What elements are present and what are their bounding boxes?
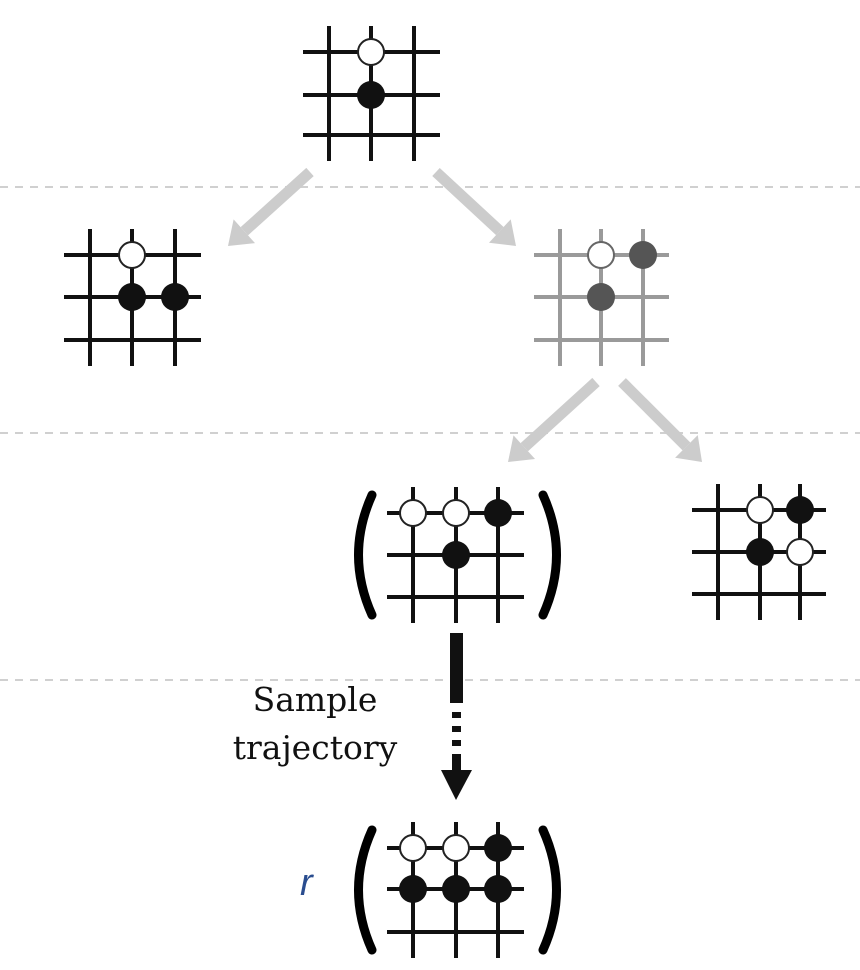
black-stone <box>442 875 470 903</box>
black-stone <box>399 875 427 903</box>
black-stone <box>786 496 814 524</box>
close-paren-bottom <box>538 825 561 955</box>
white-stone <box>746 496 774 524</box>
go-boards <box>64 26 826 958</box>
open-paren-mid <box>354 490 377 620</box>
black-stone <box>484 499 512 527</box>
black-stone <box>587 283 615 311</box>
white-stone <box>118 241 146 269</box>
parenthesis-group <box>354 490 561 955</box>
open-paren-bottom <box>354 825 377 955</box>
black-stone <box>357 81 385 109</box>
white-stone <box>786 538 814 566</box>
black-stone <box>746 538 774 566</box>
tree-edges <box>228 167 702 462</box>
white-stone <box>357 38 385 66</box>
black-stone <box>484 834 512 862</box>
go-board-root <box>303 26 440 161</box>
sample-label-line2: trajectory <box>232 728 398 767</box>
tree-edge-arrow <box>432 167 516 246</box>
black-stone <box>484 875 512 903</box>
go-board-grandchild-left-evaluated <box>387 487 524 623</box>
white-stone <box>442 834 470 862</box>
go-board-child-right-selected <box>534 229 669 366</box>
black-stone <box>118 283 146 311</box>
go-board-child-left <box>64 229 201 366</box>
sample-label-line1: Sample <box>252 680 378 719</box>
black-stone <box>629 241 657 269</box>
sample-trajectory-arrow <box>441 633 472 800</box>
white-stone <box>399 499 427 527</box>
go-board-grandchild-right <box>692 484 826 620</box>
reward-symbol: r <box>300 862 313 904</box>
white-stone <box>587 241 615 269</box>
white-stone <box>442 499 470 527</box>
black-stone <box>442 541 470 569</box>
white-stone <box>399 834 427 862</box>
go-board-terminal <box>387 822 524 958</box>
tree-edge-arrow <box>228 167 314 246</box>
close-paren-mid <box>538 490 561 620</box>
tree-edge-arrow <box>508 377 600 462</box>
tree-edge-arrow <box>618 378 702 462</box>
black-stone <box>161 283 189 311</box>
